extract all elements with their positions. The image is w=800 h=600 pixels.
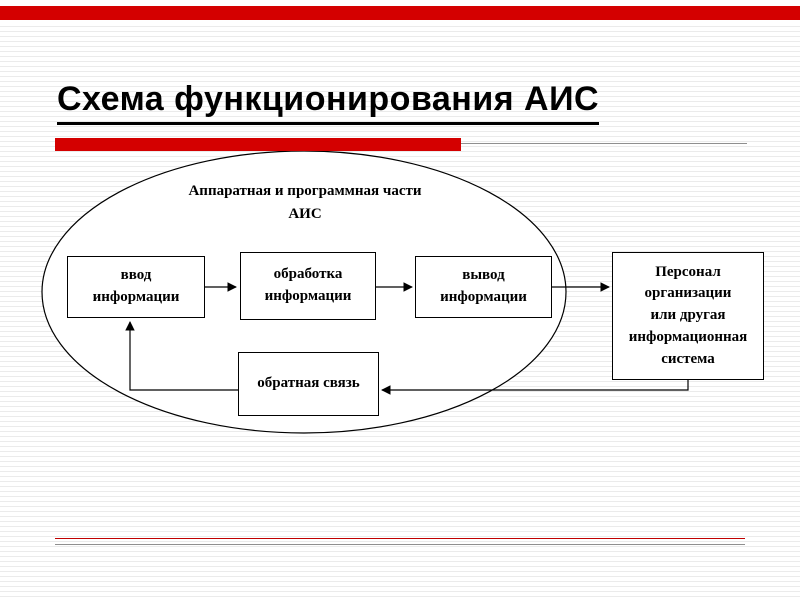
arrow-personnel-to-feedback (381, 380, 689, 395)
title-accent-rule (55, 138, 461, 151)
bottom-rule-gray (55, 544, 745, 545)
arrow-feedback-to-input (125, 321, 238, 391)
page-title-text: Схема функционирования АИС (57, 80, 600, 125)
node-feedback: обратная связь (238, 352, 379, 416)
page-title: Схема функционирования АИС (57, 80, 600, 125)
node-feedback-label: обратная связь (257, 375, 360, 392)
top-accent-bar (0, 6, 800, 20)
bottom-rule-red (55, 538, 745, 539)
